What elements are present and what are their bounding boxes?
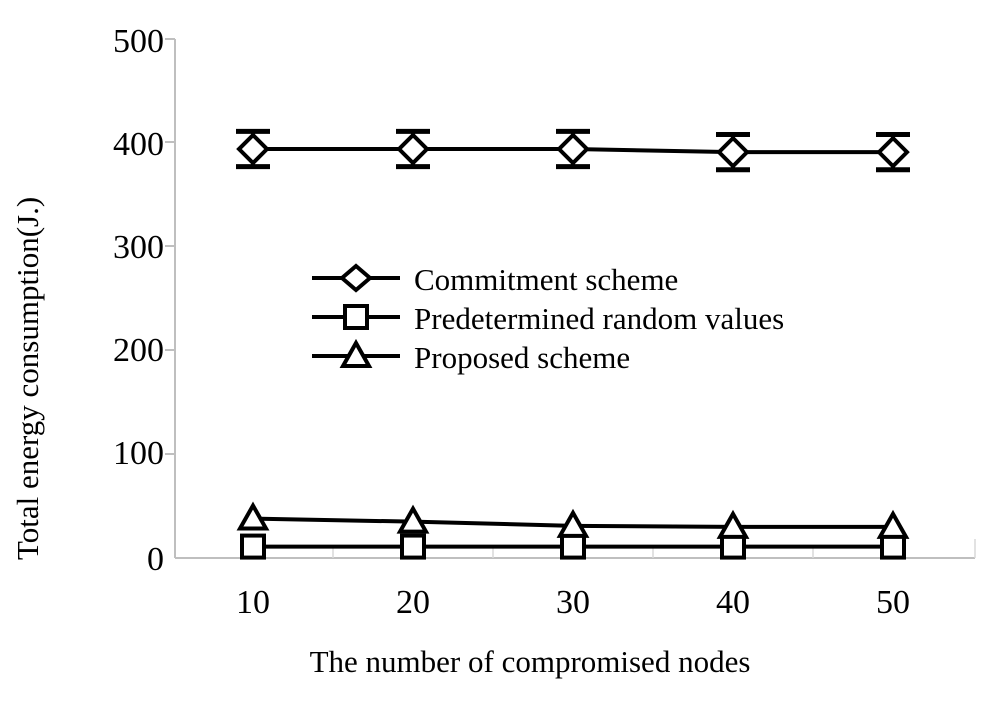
y-tick-label-300: 300	[113, 229, 164, 266]
series-predetermined-random-values	[240, 533, 906, 560]
legend-entry-proposed-scheme[interactable]: Proposed scheme	[312, 338, 630, 375]
x-tick-label-10: 10	[236, 584, 270, 621]
legend-label-2: Predetermined random values	[414, 301, 784, 336]
x-tick-label-50: 50	[876, 584, 910, 621]
square-marker-icon	[240, 533, 266, 560]
x-tick-label-20: 20	[396, 584, 430, 621]
y-tick-label-400: 400	[113, 126, 164, 163]
legend-entry-commitment-scheme[interactable]: Commitment scheme	[312, 262, 678, 297]
square-marker-icon	[560, 533, 586, 560]
square-marker-icon	[400, 533, 426, 560]
chart-legend: Commitment scheme Predetermined random v…	[312, 262, 784, 375]
triangle-marker-icon	[876, 509, 910, 539]
diamond-marker-icon	[338, 263, 374, 293]
plot-series-layer	[236, 128, 910, 560]
square-marker-icon	[343, 304, 369, 330]
series-proposed-scheme	[236, 501, 910, 539]
square-marker-icon	[720, 533, 746, 560]
x-axis-title: The number of compromised nodes	[310, 644, 751, 679]
diamond-marker-icon	[876, 135, 910, 169]
x-tick-label-30: 30	[556, 584, 590, 621]
diamond-marker-icon	[716, 135, 750, 169]
legend-label-1: Commitment scheme	[414, 262, 678, 297]
y-tick-label-200: 200	[113, 332, 164, 369]
diamond-marker-icon	[396, 132, 430, 166]
diamond-marker-icon	[556, 132, 590, 166]
triangle-marker-icon	[396, 504, 430, 534]
legend-entry-predetermined-random-values[interactable]: Predetermined random values	[312, 301, 784, 336]
y-tick-label-500: 500	[113, 23, 164, 60]
diamond-marker-icon	[236, 132, 270, 166]
legend-label-3: Proposed scheme	[414, 340, 630, 375]
x-tick-label-40: 40	[716, 584, 750, 621]
y-tick-label-100: 100	[113, 435, 164, 472]
triangle-marker-icon	[339, 338, 373, 368]
triangle-marker-icon	[716, 509, 750, 539]
y-axis-title: Total energy consumption(J.)	[10, 197, 45, 560]
y-tick-label-0: 0	[147, 541, 164, 578]
series-commitment-scheme	[236, 128, 910, 173]
triangle-marker-icon	[556, 508, 590, 538]
square-marker-icon	[880, 533, 906, 560]
triangle-marker-icon	[236, 501, 270, 531]
